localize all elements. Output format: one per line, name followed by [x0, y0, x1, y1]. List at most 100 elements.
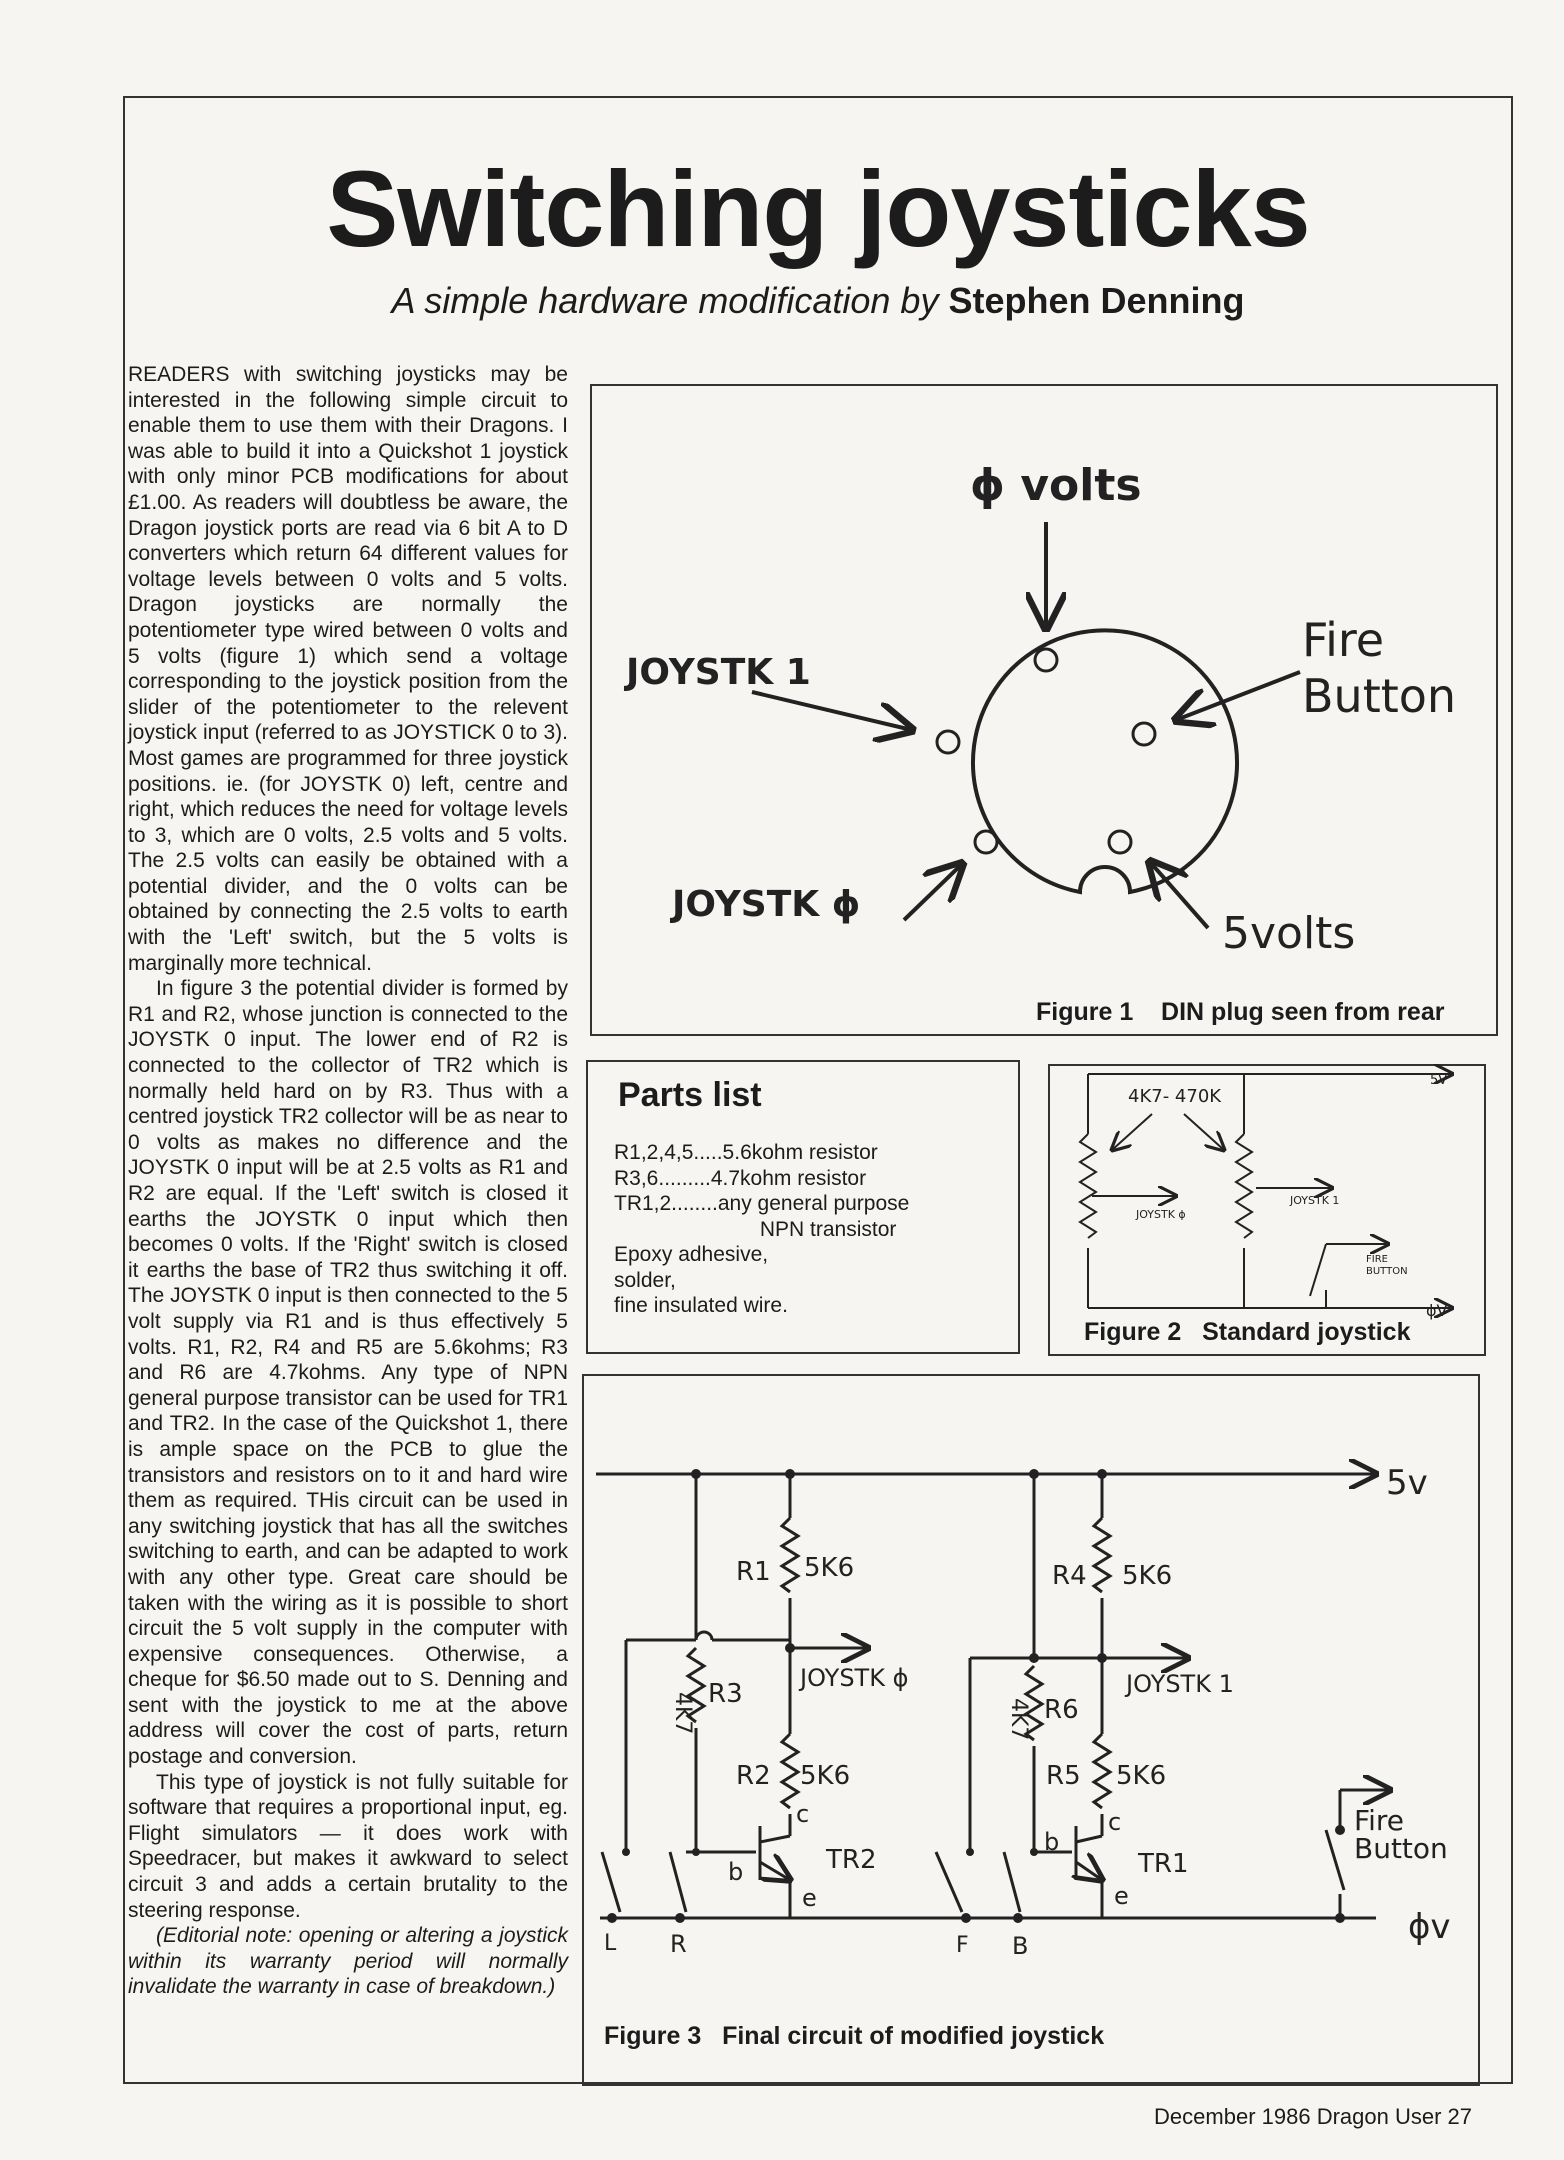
fig2-label-fire-2: BUTTON: [1366, 1266, 1408, 1277]
figure1-box: [590, 384, 1498, 1036]
din-pin: [1033, 647, 1059, 673]
din-pin: [1131, 721, 1157, 747]
figure2-caption-num: Figure 2: [1084, 1318, 1182, 1346]
parts-item: R1,2,4,5.....5.6kohm resistor: [614, 1141, 878, 1164]
fig3-label-r1: R1: [736, 1557, 771, 1587]
fig3-switch-r: [668, 1851, 688, 1913]
fig3-switch-f: [934, 1851, 964, 1913]
figure2-box: [1048, 1064, 1486, 1356]
body-paragraph: READERS with switching joysticks may be …: [128, 363, 568, 975]
fig3-label-tr1: TR1: [1137, 1849, 1189, 1879]
fig3-r3: [685, 1646, 707, 1724]
fig3-label-fire-1: Fire: [1354, 1804, 1404, 1837]
din-pin: [935, 729, 961, 755]
fig3-label-c-tr2: c: [796, 1800, 809, 1828]
fig3-label-r6: R6: [1044, 1695, 1079, 1725]
parts-item: fine insulated wire.: [614, 1294, 788, 1317]
fig3-r1: [779, 1516, 801, 1594]
article-frame: [123, 96, 1513, 2084]
fig3-label-joystk1: JOYSTK 1: [1124, 1670, 1234, 1698]
article-title: Switching joysticks: [326, 148, 1310, 269]
fig3-label-joystk0: JOYSTK ϕ: [798, 1664, 908, 1692]
fig2-label-5v: 5V: [1430, 1073, 1447, 1088]
fig3-label-r2: R2: [736, 1761, 771, 1791]
figure3-box: [582, 1374, 1480, 2086]
fig3-label-e-tr1: e: [1114, 1882, 1129, 1910]
arrow-joystk0: [902, 864, 962, 922]
fig1-label-zero-volts: ϕ volts: [970, 460, 1142, 511]
fig1-label-fire-2: Button: [1302, 669, 1456, 723]
arrow-five-volts: [1150, 862, 1210, 930]
fig2-label-fire-1: FIRE: [1366, 1254, 1388, 1265]
fig3-label-sw-b: B: [1012, 1932, 1028, 1960]
fig3-switch-b: [1002, 1851, 1022, 1913]
fig3-label-e-tr2: e: [802, 1884, 817, 1912]
fig3-label-b-tr2: b: [728, 1858, 743, 1886]
arrow-joystk1: [751, 690, 912, 730]
fig3-r4: [1091, 1516, 1113, 1594]
figure2-caption: Figure 2 Standard joystick: [1084, 1318, 1411, 1347]
fig3-label-sw-r: R: [670, 1930, 687, 1958]
figure2-diagram: [1078, 1074, 1452, 1308]
fig3-label-r4-val: 5K6: [1122, 1561, 1172, 1591]
fig3-r2: [779, 1732, 801, 1810]
fig3-r5: [1091, 1732, 1113, 1810]
fig3-label-r5-val: 5K6: [1116, 1761, 1166, 1791]
fig2-pot-left: [1078, 1133, 1098, 1239]
fig3-label-5v: 5v: [1386, 1463, 1428, 1503]
fig2-fire-switch: [1309, 1243, 1327, 1297]
fig1-label-fire-1: Fire: [1302, 613, 1384, 667]
din-plug-outline: [971, 628, 1239, 895]
parts-item: Epoxy adhesive,: [614, 1243, 769, 1266]
figure3-diagram: [596, 1474, 1390, 1920]
fig1-label-joystk0: JOYSTK ϕ: [669, 884, 860, 925]
fig3-r6: [1023, 1664, 1045, 1742]
parts-item: solder,: [614, 1268, 676, 1292]
fig1-label-five-volts: 5volts: [1222, 908, 1355, 959]
fig2-pot-right: [1234, 1133, 1254, 1239]
fig3-label-r5: R5: [1046, 1761, 1081, 1791]
arrow-fire: [1176, 670, 1301, 720]
fig3-label-r2-val: 5K6: [800, 1761, 850, 1791]
figure1-caption-num: Figure 1: [1036, 998, 1134, 1026]
parts-list-box: [586, 1060, 1020, 1354]
parts-list-title: Parts list: [618, 1076, 762, 1114]
fig3-label-r1-val: 5K6: [804, 1553, 854, 1583]
fig3-label-r3-val: 4K7: [670, 1692, 695, 1734]
figure3-caption-text: Final circuit of modified joystick: [722, 2022, 1105, 2050]
fig3-label-0v: ϕv: [1408, 1907, 1451, 1947]
fig3-label-sw-f: F: [956, 1933, 969, 1958]
fig2-label-0v: ϕV: [1426, 1301, 1448, 1320]
fig3-label-fire-2: Button: [1354, 1832, 1448, 1865]
fig3-label-r4: R4: [1052, 1561, 1087, 1591]
figure3-caption: Figure 3 Final circuit of modified joyst…: [604, 2022, 1104, 2051]
fig3-switch-l: [600, 1851, 622, 1913]
fig1-label-joystk1: JOYSTK 1: [623, 652, 811, 693]
subtitle-prefix: A simple hardware modification by: [391, 280, 939, 321]
fig3-label-c-tr1: c: [1108, 1808, 1121, 1836]
page-footer: December 1986 Dragon User 27: [1154, 2104, 1472, 2129]
article-body: READERS with switching joysticks may be …: [128, 362, 568, 2000]
fig3-label-sw-l: L: [604, 1931, 617, 1956]
figure3-caption-num: Figure 3: [604, 2022, 702, 2050]
fig3-label-r6-val: 4K7: [1006, 1698, 1031, 1740]
fig3-label-b-tr1: b: [1044, 1828, 1059, 1856]
editorial-note: (Editorial note: opening or altering a j…: [128, 1924, 568, 1999]
author-name: Stephen Denning: [948, 280, 1245, 321]
fig2-label-joystk1: JOYSTK 1: [1289, 1194, 1339, 1207]
figure1-caption: Figure 1 DIN plug seen from rear: [1036, 998, 1444, 1027]
parts-item: TR1,2........any general purpose: [614, 1192, 910, 1215]
body-paragraph: This type of joystick is not fully suita…: [128, 1770, 568, 1922]
fig2-label-pot: 4K7- 470K: [1128, 1086, 1222, 1107]
parts-list: R1,2,4,5.....5.6kohm resistor R3,6......…: [614, 1140, 909, 1319]
body-paragraph: In figure 3 the potential divider is for…: [128, 977, 568, 1769]
parts-item: NPN transistor: [614, 1217, 897, 1241]
din-pin: [973, 829, 999, 855]
fig3-junctions: [607, 1469, 1345, 1923]
din-pin: [1107, 829, 1133, 855]
fig3-label-r3: R3: [708, 1679, 743, 1709]
fig3-fire-switch: [1324, 1829, 1346, 1891]
figure1-diagram: [751, 522, 1301, 930]
figure1-caption-text: DIN plug seen from rear: [1161, 998, 1445, 1026]
